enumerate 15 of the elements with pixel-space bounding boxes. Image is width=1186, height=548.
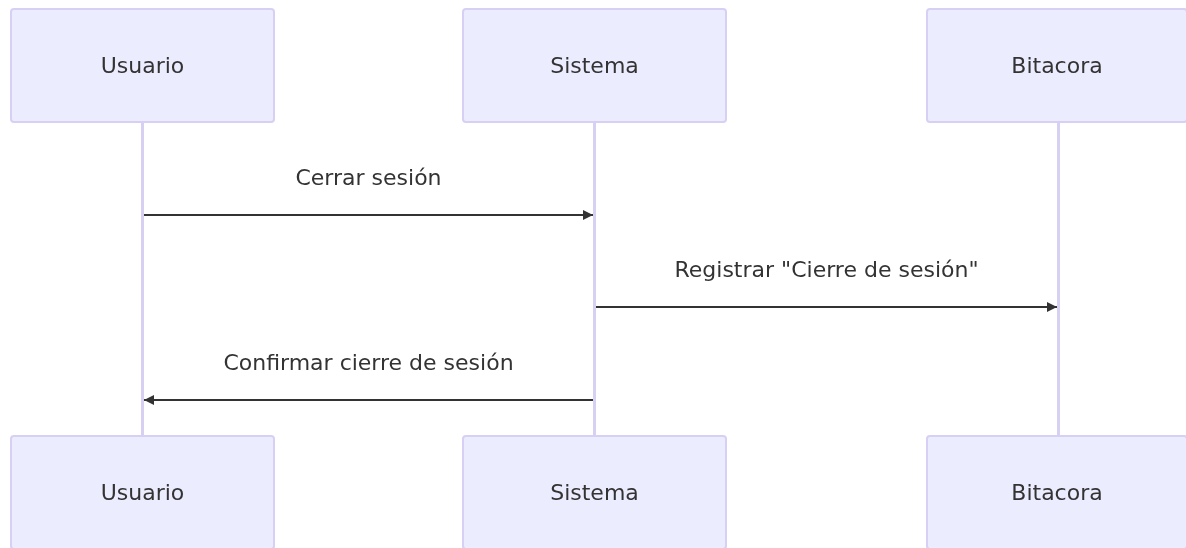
participant-box: Sistema <box>462 435 727 548</box>
message-arrow <box>143 395 594 405</box>
message-arrow <box>143 210 594 220</box>
edge-label: Cerrar sesión <box>295 165 442 190</box>
participant-box: Usuario <box>10 435 275 548</box>
participant-box: Usuario <box>10 8 275 123</box>
participant-box: Bitacora <box>926 8 1186 123</box>
participant-box: Sistema <box>462 8 727 123</box>
edge-label: Registrar "Cierre de sesión" <box>674 257 979 282</box>
edge-label: Confirmar cierre de sesión <box>223 350 514 375</box>
participant-box: Bitacora <box>926 435 1186 548</box>
lifeline <box>141 123 144 435</box>
lifeline <box>1057 123 1060 435</box>
message-arrow <box>595 302 1058 312</box>
lifeline <box>593 123 596 435</box>
